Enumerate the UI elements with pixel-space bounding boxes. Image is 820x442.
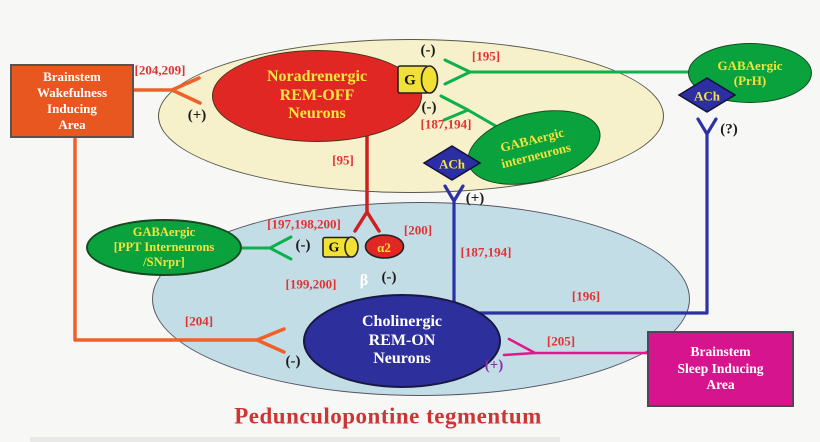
sign-ppt-inhibit: (-) [295, 237, 311, 254]
alpha2-receptor: α2 [364, 234, 405, 259]
prh-to-remoff-line [443, 58, 693, 86]
alpha2-receptor-label: α2 [377, 240, 391, 255]
remoff-to-alpha2-line [353, 130, 381, 233]
ref-wake-to-remoff: [204,209] [134, 62, 186, 78]
ppt-to-remon-line [241, 235, 293, 261]
brainstem-wakefulness-box: Brainstem Wakefulness Inducing Area [10, 64, 134, 138]
ref-remon-to-inter: [187,194] [460, 244, 512, 260]
gaba-ppt-label-line3: /SNrpr] [143, 254, 185, 269]
remon-to-ach-mid-line [443, 184, 465, 318]
rem-on-neurons-ellipse: Cholinergic REM-ON Neurons [303, 294, 501, 388]
sleep-box-line1: Brainstem [690, 344, 751, 360]
wakefulness-to-remoff-line [125, 76, 202, 105]
diagram-title: Pedunculopontine tegmentum [234, 403, 542, 429]
rem-on-label-line1: Cholinergic [362, 313, 442, 331]
sign-prh-unknown: (?) [720, 121, 738, 138]
ref-inter-to-remoff: [187,194] [420, 116, 472, 132]
wakefulness-box-line4: Area [58, 116, 86, 132]
ref-beta: [199,200] [285, 276, 337, 292]
sign-prh-inhibit: (-) [420, 42, 436, 59]
ach-diamond-mid: ACh [422, 145, 482, 181]
sign-inter-inhibit: (-) [421, 99, 437, 116]
wakefulness-to-remon-line [73, 129, 286, 354]
bottom-edge-artifact [30, 437, 560, 442]
sleep-box-line3: Area [706, 377, 735, 393]
ref-wake-to-remon: [204] [184, 313, 214, 329]
wakefulness-box-line1: Brainstem [43, 69, 101, 85]
gaba-prh-ellipse: GABAergic (PrH) [688, 43, 812, 103]
gaba-prh-label-line1: GABAergic [717, 57, 783, 73]
ref-alpha2: [200] [403, 222, 433, 238]
brainstem-sleep-box: Brainstem Sleep Inducing Area [647, 331, 794, 407]
wakefulness-box-line3: Inducing [47, 101, 97, 116]
sign-ach-excite: (+) [465, 190, 485, 207]
sleep-box-line2: Sleep Inducing [677, 360, 764, 376]
ref-remoff-to-remon: [95] [332, 152, 354, 168]
rem-on-label-line2: REM-ON [368, 331, 436, 349]
ref-prh-to-remoff: [195] [471, 48, 501, 64]
sleep-to-remon-line [502, 337, 652, 357]
rem-on-label-line3: Neurons [373, 350, 431, 368]
g-protein-bottom: G [322, 236, 359, 258]
gaba-ppt-ellipse: GABAergic [PPT Interneurons /SNrpr] [86, 219, 242, 276]
rem-off-label-line1: Noradrenergic [266, 68, 368, 86]
g-protein-bottom-label: G [329, 241, 340, 256]
ref-ppt-to-remon: [197,198,200] [267, 216, 341, 232]
ach-diamond-right-label: ACh [694, 89, 721, 104]
rem-off-neurons-ellipse: Noradrenergic REM-OFF Neurons [212, 50, 422, 142]
gaba-prh-label-line2: (PrH) [733, 73, 767, 88]
ach-diamond-right: ACh [677, 77, 737, 113]
ref-remon-to-prh: [196] [571, 288, 601, 304]
sign-wake-inhibit: (-) [285, 353, 301, 370]
wakefulness-box-line2: Wakefulness [36, 85, 108, 101]
ref-sleep-to-remon: [205] [546, 333, 576, 349]
gaba-ppt-label-line1: GABAergic [132, 225, 196, 240]
ach-diamond-mid-label: ACh [439, 157, 466, 172]
sign-sleep-excite: (+) [484, 357, 504, 374]
beta-receptor-label: β [359, 272, 369, 289]
g-protein-top-label: G [404, 73, 416, 89]
remon-to-prh-line [476, 117, 718, 315]
rem-off-label-line3: Neurons [288, 105, 346, 123]
rem-off-label-line2: REM-OFF [279, 86, 355, 104]
sign-wake-excite: (+) [187, 107, 207, 124]
g-protein-top: G [397, 65, 439, 94]
sign-beta-inhibit: (-) [381, 269, 397, 286]
gaba-ppt-label-line2: [PPT Interneurons [113, 240, 215, 255]
